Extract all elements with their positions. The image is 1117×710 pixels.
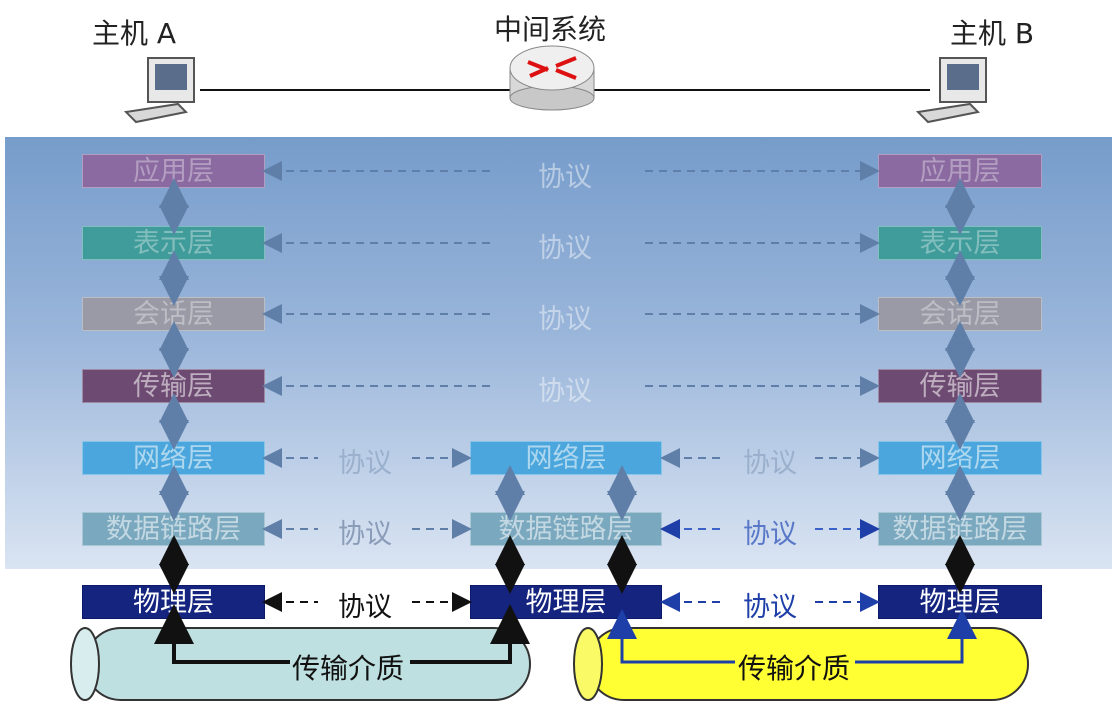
computer-b-icon (915, 57, 987, 124)
router-icon (509, 45, 595, 111)
host-a-label: 主机 A (92, 17, 177, 50)
medium-label-right: 传输介质 (738, 652, 851, 685)
protocol-label-datalink-left: 协议 (338, 519, 392, 550)
protocol-label-session: 协议 (538, 304, 592, 335)
upper-layers-overlay (5, 137, 1112, 569)
protocol-label-application: 协议 (538, 162, 592, 193)
protocol-label-network-right: 协议 (743, 448, 797, 479)
host-b-label: 主机 B (950, 17, 1035, 50)
middle-system-label: 中间系统 (494, 13, 607, 46)
protocol-label-transport: 协议 (538, 376, 592, 407)
protocol-label-physical-right: 协议 (743, 592, 797, 623)
protocol-label-network-left: 协议 (338, 448, 392, 479)
protocol-label-presentation: 协议 (538, 233, 592, 264)
medium-label-left: 传输介质 (292, 652, 405, 685)
computer-a-icon (123, 57, 195, 124)
protocol-label-physical-left: 协议 (338, 592, 392, 623)
protocol-label-datalink-right: 协议 (743, 519, 797, 550)
